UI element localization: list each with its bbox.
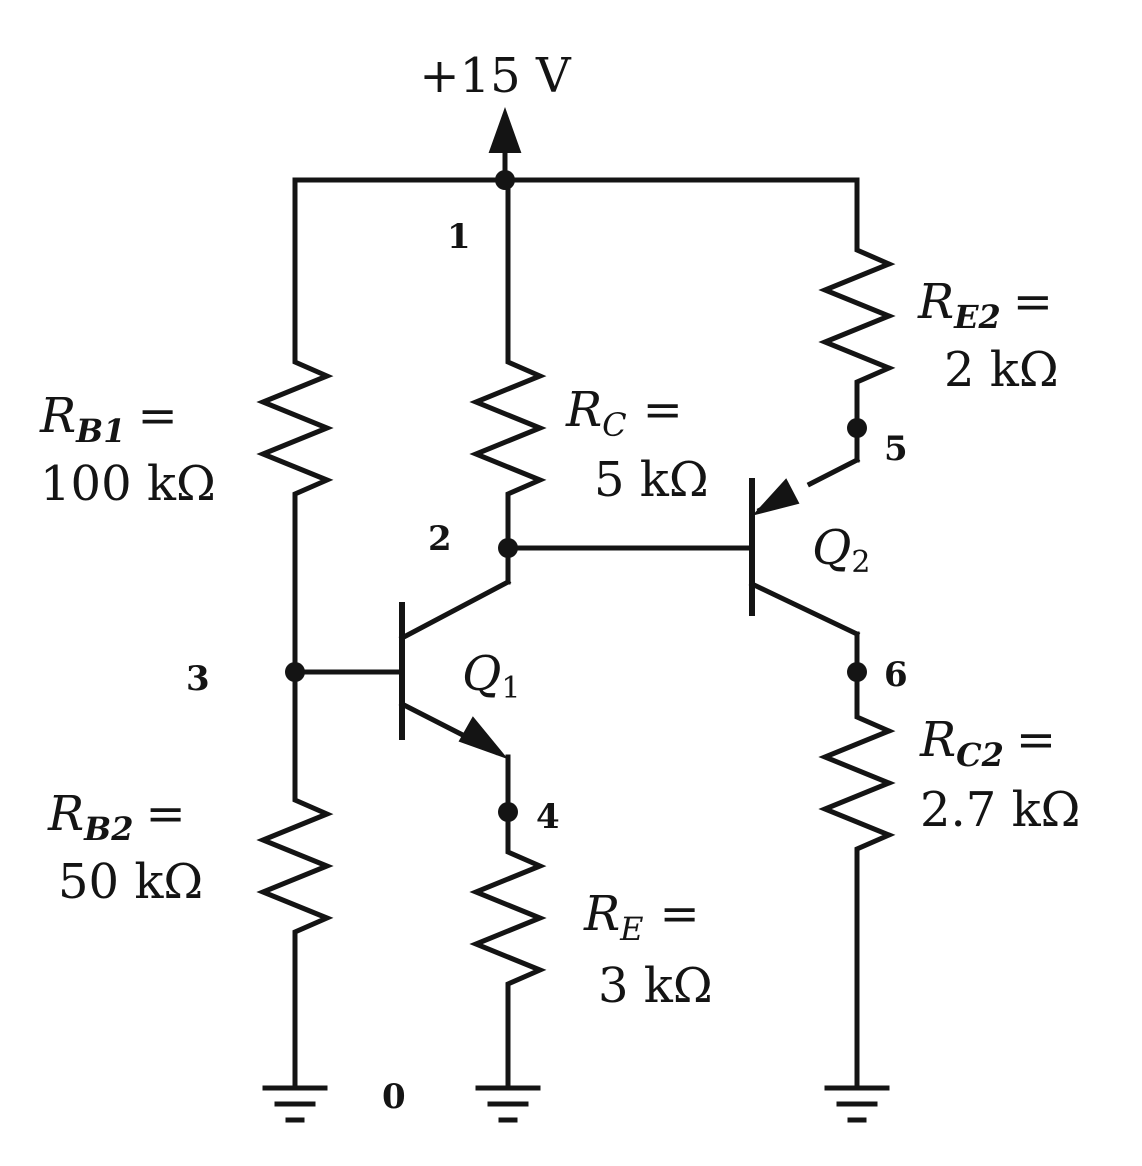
node-label-3: 3 [186, 659, 210, 699]
label-rc-name: RC= [565, 382, 683, 444]
ground-symbol-middle [475, 1085, 541, 1123]
node-label-5: 5 [884, 429, 908, 469]
transistor-q1 [398, 578, 512, 815]
ground-symbol-left [262, 1085, 328, 1123]
supply-label: +15 V [419, 48, 572, 104]
transistor-label-q1: Q1 [462, 646, 520, 706]
node-label-6: 6 [884, 655, 908, 695]
label-rc-value: 5 kΩ [594, 452, 709, 508]
junction-node4 [498, 802, 518, 822]
label-re2-name: RE2= [917, 274, 1053, 336]
resistor-rc [469, 347, 547, 509]
junction-node6 [847, 662, 867, 682]
node-label-4: 4 [536, 797, 560, 837]
label-rb2-name: RB2= [47, 786, 186, 848]
ground-symbol-right [824, 1085, 890, 1123]
supply-arrow [488, 107, 522, 183]
label-rb2-value: 50 kΩ [58, 854, 203, 910]
label-re-name: RE= [583, 886, 700, 948]
junction-node1 [495, 170, 515, 190]
label-rb1-value: 100 kΩ [40, 456, 216, 512]
node-label-2: 2 [428, 519, 452, 559]
label-rc2-value: 2.7 kΩ [920, 782, 1080, 838]
resistor-rc2 [818, 702, 896, 864]
junction-node5 [847, 418, 867, 438]
resistor-re2 [818, 237, 896, 397]
label-re2-value: 2 kΩ [944, 342, 1059, 398]
node-label-1: 1 [447, 217, 471, 257]
label-re-value: 3 kΩ [598, 958, 713, 1014]
transistor-label-q2: Q2 [812, 520, 870, 580]
resistor-rb1 [256, 347, 334, 509]
label-rb1-name: RB1= [39, 388, 178, 450]
junction-node3 [285, 662, 305, 682]
label-rc2-name: RC2= [919, 712, 1056, 774]
node-label-0: 0 [382, 1077, 406, 1117]
junction-node2 [498, 538, 518, 558]
resistor-re [469, 837, 547, 999]
resistor-rb2 [256, 787, 334, 947]
